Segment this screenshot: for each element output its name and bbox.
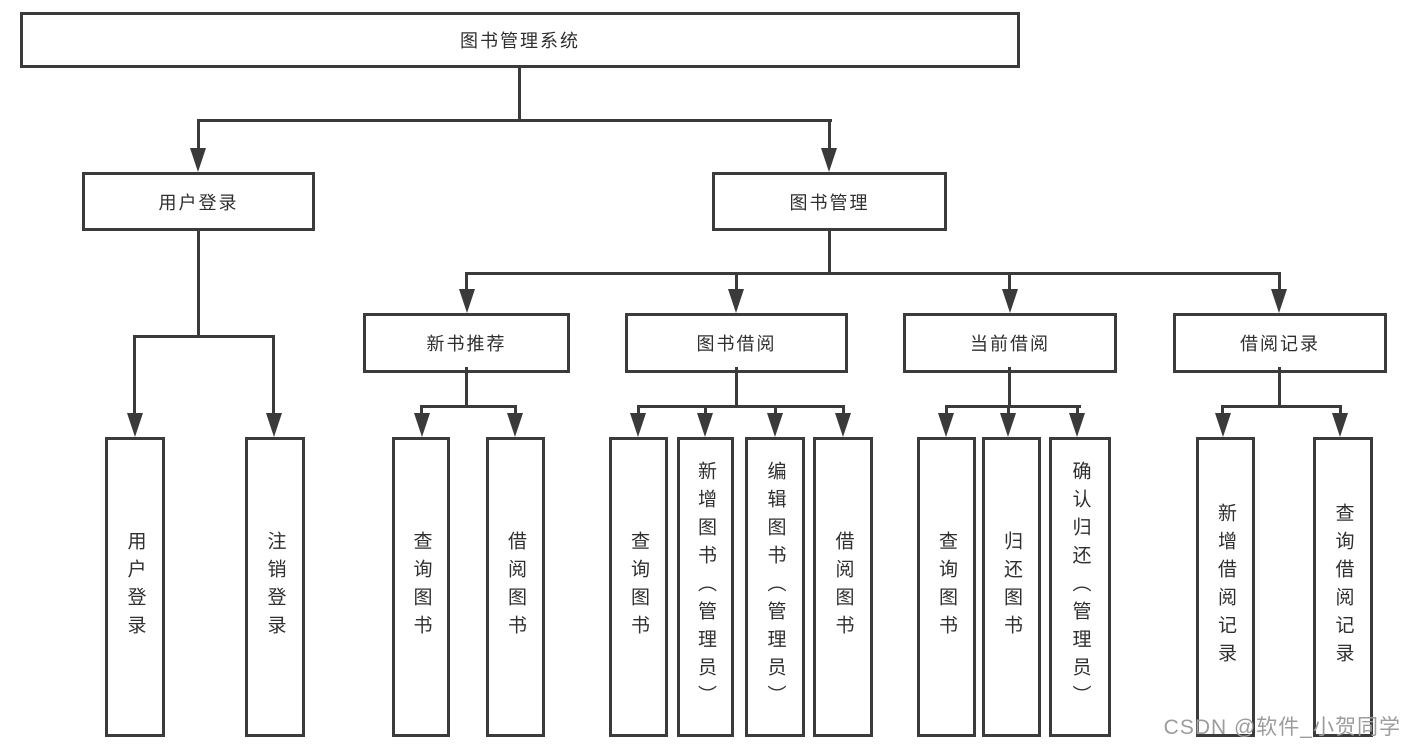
node-current-borrow: 当前借阅 bbox=[903, 313, 1117, 373]
connector-line bbox=[735, 272, 738, 292]
leaf-label: 归还图书 bbox=[1001, 531, 1022, 643]
leaf-logout: 注销登录 bbox=[245, 437, 305, 737]
arrow-down-icon bbox=[697, 413, 713, 437]
connector-line bbox=[828, 231, 831, 274]
arrow-down-icon bbox=[459, 289, 475, 313]
connector-line bbox=[774, 405, 777, 417]
connector-line bbox=[465, 367, 468, 407]
leaf-label: 查询图书 bbox=[628, 531, 649, 643]
connector-line bbox=[197, 231, 200, 337]
connector-line bbox=[1278, 272, 1281, 292]
arrow-down-icon bbox=[630, 413, 646, 437]
connector-line bbox=[637, 405, 640, 417]
arrow-down-icon bbox=[938, 413, 954, 437]
leaf-query-books-borrow: 查询图书 bbox=[609, 437, 668, 737]
node-label: 图书管理 bbox=[789, 192, 870, 213]
leaf-label: 用户登录 bbox=[124, 531, 146, 643]
leaf-label: 新增图书（管理员） bbox=[695, 461, 716, 713]
leaf-label: 确认归还（管理员） bbox=[1069, 461, 1091, 713]
leaf-add-borrow-record: 新增借阅记录 bbox=[1196, 437, 1255, 737]
connector-line bbox=[465, 272, 1281, 275]
arrow-down-icon bbox=[414, 413, 430, 437]
connector-line bbox=[133, 335, 275, 338]
leaf-label: 借阅图书 bbox=[505, 531, 526, 643]
leaf-label: 注销登录 bbox=[264, 531, 286, 643]
node-book-management: 图书管理 bbox=[712, 172, 947, 231]
connector-line bbox=[1221, 405, 1342, 408]
leaf-add-books-admin: 新增图书（管理员） bbox=[677, 437, 734, 737]
arrow-down-icon bbox=[1215, 413, 1231, 437]
leaf-confirm-return-admin: 确认归还（管理员） bbox=[1049, 437, 1111, 737]
connector-line bbox=[1007, 405, 1010, 417]
leaf-label: 查询图书 bbox=[936, 531, 957, 643]
arrow-down-icon bbox=[127, 413, 143, 437]
arrow-down-icon bbox=[507, 413, 523, 437]
node-new-book-recommend: 新书推荐 bbox=[363, 313, 570, 373]
leaf-label: 查询图书 bbox=[410, 531, 432, 643]
connector-line bbox=[514, 405, 517, 417]
connector-line bbox=[465, 272, 468, 292]
leaf-label: 新增借阅记录 bbox=[1215, 503, 1236, 671]
leaf-label: 查询借阅记录 bbox=[1332, 503, 1354, 671]
connector-line bbox=[1339, 405, 1342, 417]
connector-line bbox=[1278, 367, 1281, 407]
node-label: 借阅记录 bbox=[1240, 334, 1320, 354]
arrow-down-icon bbox=[835, 413, 851, 437]
connector-line bbox=[518, 68, 521, 121]
connector-line bbox=[842, 405, 845, 417]
leaf-return-books: 归还图书 bbox=[982, 437, 1041, 737]
connector-line bbox=[420, 405, 517, 408]
arrow-down-icon bbox=[767, 413, 783, 437]
arrow-down-icon bbox=[1271, 289, 1287, 313]
connector-line bbox=[197, 119, 832, 122]
node-label: 图书管理系统 bbox=[460, 31, 580, 51]
node-book-borrow: 图书借阅 bbox=[625, 313, 848, 373]
arrow-down-icon bbox=[821, 148, 837, 172]
connector-line bbox=[1221, 405, 1224, 417]
connector-line bbox=[1076, 405, 1079, 417]
node-label: 用户登录 bbox=[158, 192, 239, 213]
node-borrow-record: 借阅记录 bbox=[1173, 313, 1387, 373]
arrow-down-icon bbox=[1000, 413, 1016, 437]
arrow-down-icon bbox=[1332, 413, 1348, 437]
connector-line bbox=[828, 119, 831, 151]
leaf-borrow-books: 借阅图书 bbox=[813, 437, 873, 737]
arrow-down-icon bbox=[728, 289, 744, 313]
connector-line bbox=[637, 405, 845, 408]
connector-line bbox=[735, 367, 738, 407]
arrow-down-icon bbox=[190, 148, 206, 172]
connector-line bbox=[420, 405, 423, 417]
arrow-down-icon bbox=[1069, 413, 1085, 437]
leaf-label: 借阅图书 bbox=[832, 531, 854, 643]
csdn-watermark: CSDN @软件_小贺同学 bbox=[1163, 716, 1401, 739]
leaf-edit-books-admin: 编辑图书（管理员） bbox=[745, 437, 805, 737]
node-root-system: 图书管理系统 bbox=[20, 12, 1020, 68]
arrow-down-icon bbox=[1002, 289, 1018, 313]
node-user-login: 用户登录 bbox=[82, 172, 315, 231]
connector-line bbox=[945, 405, 1081, 408]
node-label: 图书借阅 bbox=[696, 334, 777, 354]
node-label: 新书推荐 bbox=[426, 334, 507, 354]
connector-line bbox=[945, 405, 948, 417]
connector-line bbox=[197, 119, 200, 151]
arrow-down-icon bbox=[266, 413, 282, 437]
leaf-query-borrow-record: 查询借阅记录 bbox=[1313, 437, 1373, 737]
connector-line bbox=[1008, 272, 1011, 292]
connector-line bbox=[1008, 367, 1011, 407]
connector-line bbox=[704, 405, 707, 417]
leaf-borrow-books-recommend: 借阅图书 bbox=[486, 437, 545, 737]
connector-line bbox=[133, 335, 136, 417]
leaf-user-login: 用户登录 bbox=[105, 437, 165, 737]
leaf-label: 编辑图书（管理员） bbox=[764, 461, 786, 713]
leaf-query-books-current: 查询图书 bbox=[917, 437, 976, 737]
node-label: 当前借阅 bbox=[970, 334, 1050, 354]
connector-line bbox=[272, 335, 275, 417]
leaf-query-books-recommend: 查询图书 bbox=[392, 437, 450, 737]
